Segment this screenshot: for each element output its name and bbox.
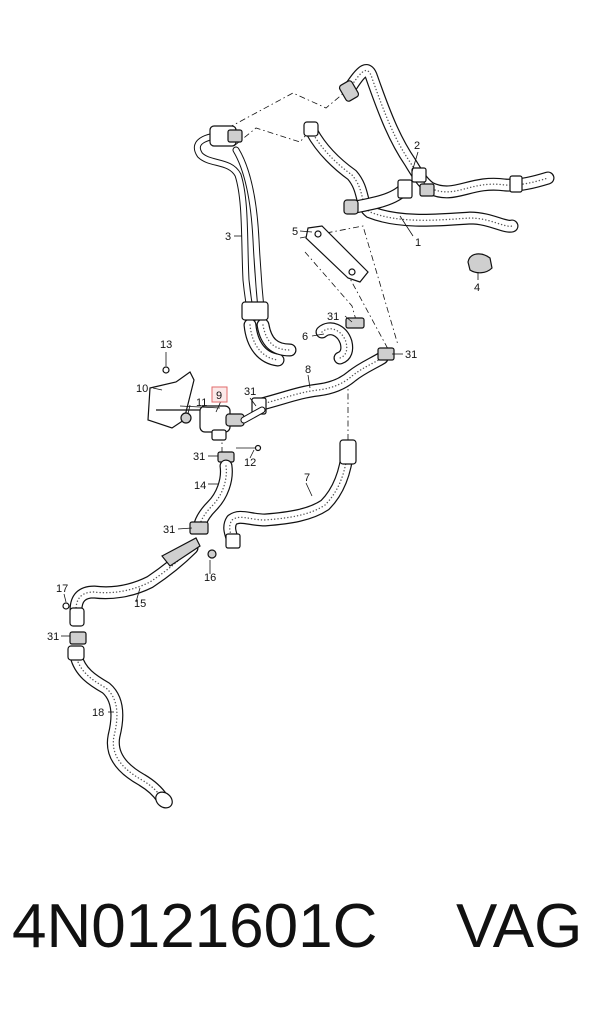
callout-1: 1 <box>415 237 421 249</box>
callouts: 1 2 3 4 5 6 7 8 9 10 11 12 13 14 15 16 1… <box>47 140 480 719</box>
callout-10: 10 <box>136 383 148 395</box>
callout-9-highlight <box>211 386 228 403</box>
hose-18 <box>67 631 173 809</box>
callout-6: 6 <box>302 331 308 343</box>
callout-31-c: 31 <box>244 386 256 398</box>
leader-lines <box>61 151 479 713</box>
callout-15: 15 <box>134 598 146 610</box>
hose-6 <box>315 317 365 365</box>
callout-18: 18 <box>92 707 104 719</box>
callout-9: 9 <box>216 390 222 402</box>
clip-4 <box>467 253 493 274</box>
callout-31-a: 31 <box>327 311 339 323</box>
callout-8: 8 <box>305 364 311 376</box>
callout-3: 3 <box>225 231 231 243</box>
callout-4: 4 <box>474 282 480 294</box>
callout-12: 12 <box>244 457 256 469</box>
callout-17: 17 <box>56 583 68 595</box>
callout-11: 11 <box>196 397 207 409</box>
callout-7: 7 <box>304 472 310 484</box>
hose-7 <box>223 439 357 549</box>
pump-9 <box>199 405 266 441</box>
callout-16: 16 <box>204 572 216 584</box>
callout-31-e: 31 <box>163 524 175 536</box>
hose-14 <box>189 451 235 535</box>
hose-1 <box>303 64 555 233</box>
pipe-3 <box>194 125 297 367</box>
bracket-10 <box>147 366 221 429</box>
brand-name: VAG <box>456 892 583 961</box>
callout-14: 14 <box>194 480 206 492</box>
bolt-12 <box>236 444 262 452</box>
callout-2: 2 <box>414 140 420 152</box>
callout-31-b: 31 <box>405 349 417 361</box>
pipe-15 <box>62 537 217 627</box>
coolant-hose-diagram: 1 2 3 4 5 6 7 8 9 10 11 12 13 14 15 16 1… <box>47 64 555 809</box>
callout-31-d: 31 <box>193 451 205 463</box>
part-number: 4N0121601C <box>12 892 378 961</box>
callout-31-f: 31 <box>47 631 59 643</box>
callout-13: 13 <box>160 339 172 351</box>
bracket-5 <box>305 225 369 283</box>
callout-5: 5 <box>292 226 298 238</box>
